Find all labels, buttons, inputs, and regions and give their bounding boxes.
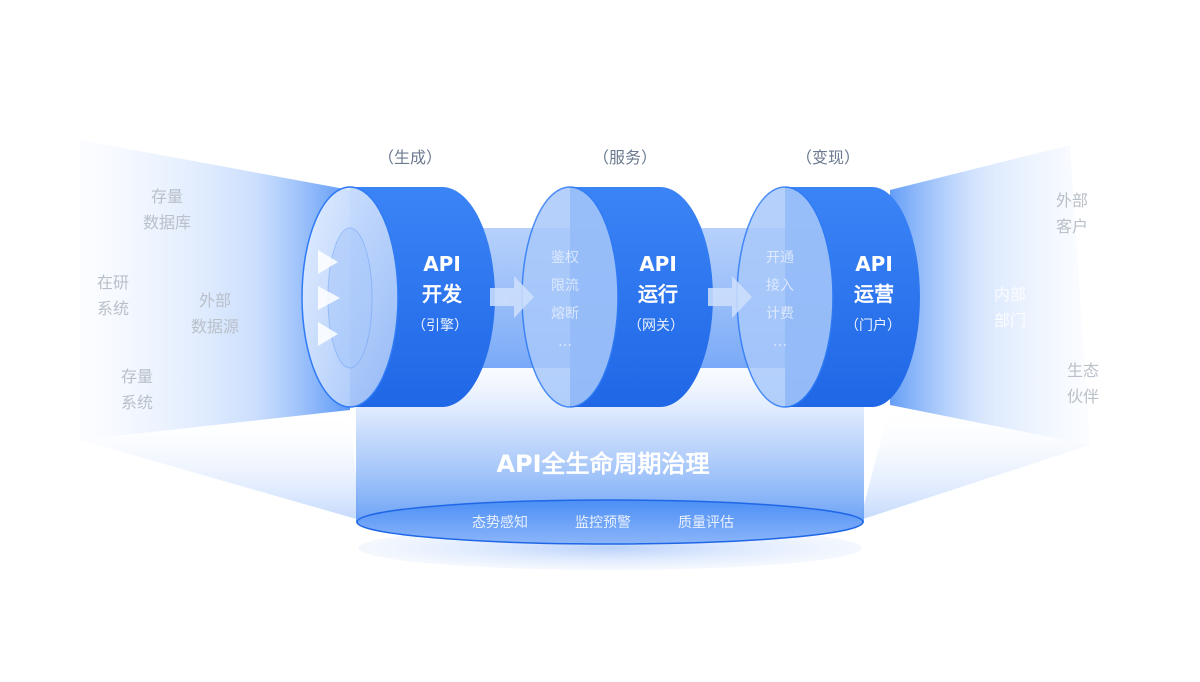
inflow-arrow-2 [318, 286, 340, 310]
operate-item: 接入 [766, 277, 794, 294]
platform-title: API全生命周期治理 [496, 450, 709, 478]
left-source-line: 数据库 [143, 213, 191, 232]
cylinder-runtime-face [521, 186, 619, 408]
right-target: 生态 伙伴 [1067, 361, 1099, 406]
right-target: 内部 部门 [994, 285, 1026, 330]
runtime-item: 鉴权 [551, 250, 579, 266]
right-target-line: 外部 [1056, 191, 1088, 210]
phase-label-runtime: （服务） [593, 148, 657, 167]
left-source-line: 系统 [97, 299, 129, 318]
right-target-line: 内部 [994, 285, 1026, 304]
left-source-line: 存量 [121, 367, 153, 386]
runtime-subtitle: （网关） [628, 318, 684, 334]
operate-item: 计费 [766, 306, 794, 322]
right-target-line: 伙伴 [1067, 387, 1099, 406]
flow-arrow-1 [490, 276, 534, 318]
operate-item: 开通 [766, 250, 794, 266]
right-target-line: 部门 [994, 311, 1026, 330]
inflow-arrow-1 [318, 250, 338, 274]
develop-subtitle: （引擎） [412, 318, 468, 334]
phase-label-develop: （生成） [378, 148, 442, 167]
runtime-item: 限流 [551, 278, 579, 294]
platform-disc [356, 499, 864, 545]
cylinder-runtime [521, 186, 713, 408]
left-source-line: 外部 [199, 291, 231, 310]
left-source: 存量 数据库 [143, 187, 191, 232]
runtime-title-top: API [639, 252, 677, 276]
flow-arrow-2 [708, 276, 752, 318]
left-source-line: 存量 [151, 187, 183, 206]
runtime-item: 熔断 [551, 306, 579, 322]
runtime-item: … [558, 334, 572, 350]
operate-item: … [773, 334, 787, 350]
left-source: 在研 系统 [97, 273, 129, 318]
lower-right-fan [860, 405, 1090, 520]
left-source-line: 在研 [97, 273, 129, 292]
left-source: 存量 系统 [121, 367, 153, 412]
left-source-line: 系统 [121, 393, 153, 412]
platform-feature: 态势感知 [472, 514, 528, 531]
platform-feature: 质量评估 [678, 515, 734, 531]
cylinder-develop [301, 186, 495, 408]
left-source-fan [80, 140, 350, 440]
cylinder-operate [736, 186, 920, 408]
operate-title-bottom: 运营 [854, 282, 894, 306]
phase-label-operate: （变现） [796, 148, 860, 167]
right-target-line: 生态 [1067, 361, 1099, 380]
develop-title-top: API [423, 252, 461, 276]
runtime-title-bottom: 运行 [638, 282, 678, 306]
inflow-arrow-3 [318, 322, 338, 346]
right-target-fan [890, 145, 1090, 445]
right-target-line: 客户 [1056, 217, 1088, 236]
left-source: 外部 数据源 [191, 291, 239, 336]
operate-subtitle: （门户） [845, 317, 901, 334]
left-source-line: 数据源 [191, 317, 239, 336]
platform-feature: 监控预警 [575, 515, 631, 531]
lower-left-fan [80, 410, 360, 520]
operate-title-top: API [855, 252, 893, 276]
right-target: 外部 客户 [1056, 191, 1088, 236]
develop-title-bottom: 开发 [422, 282, 463, 306]
